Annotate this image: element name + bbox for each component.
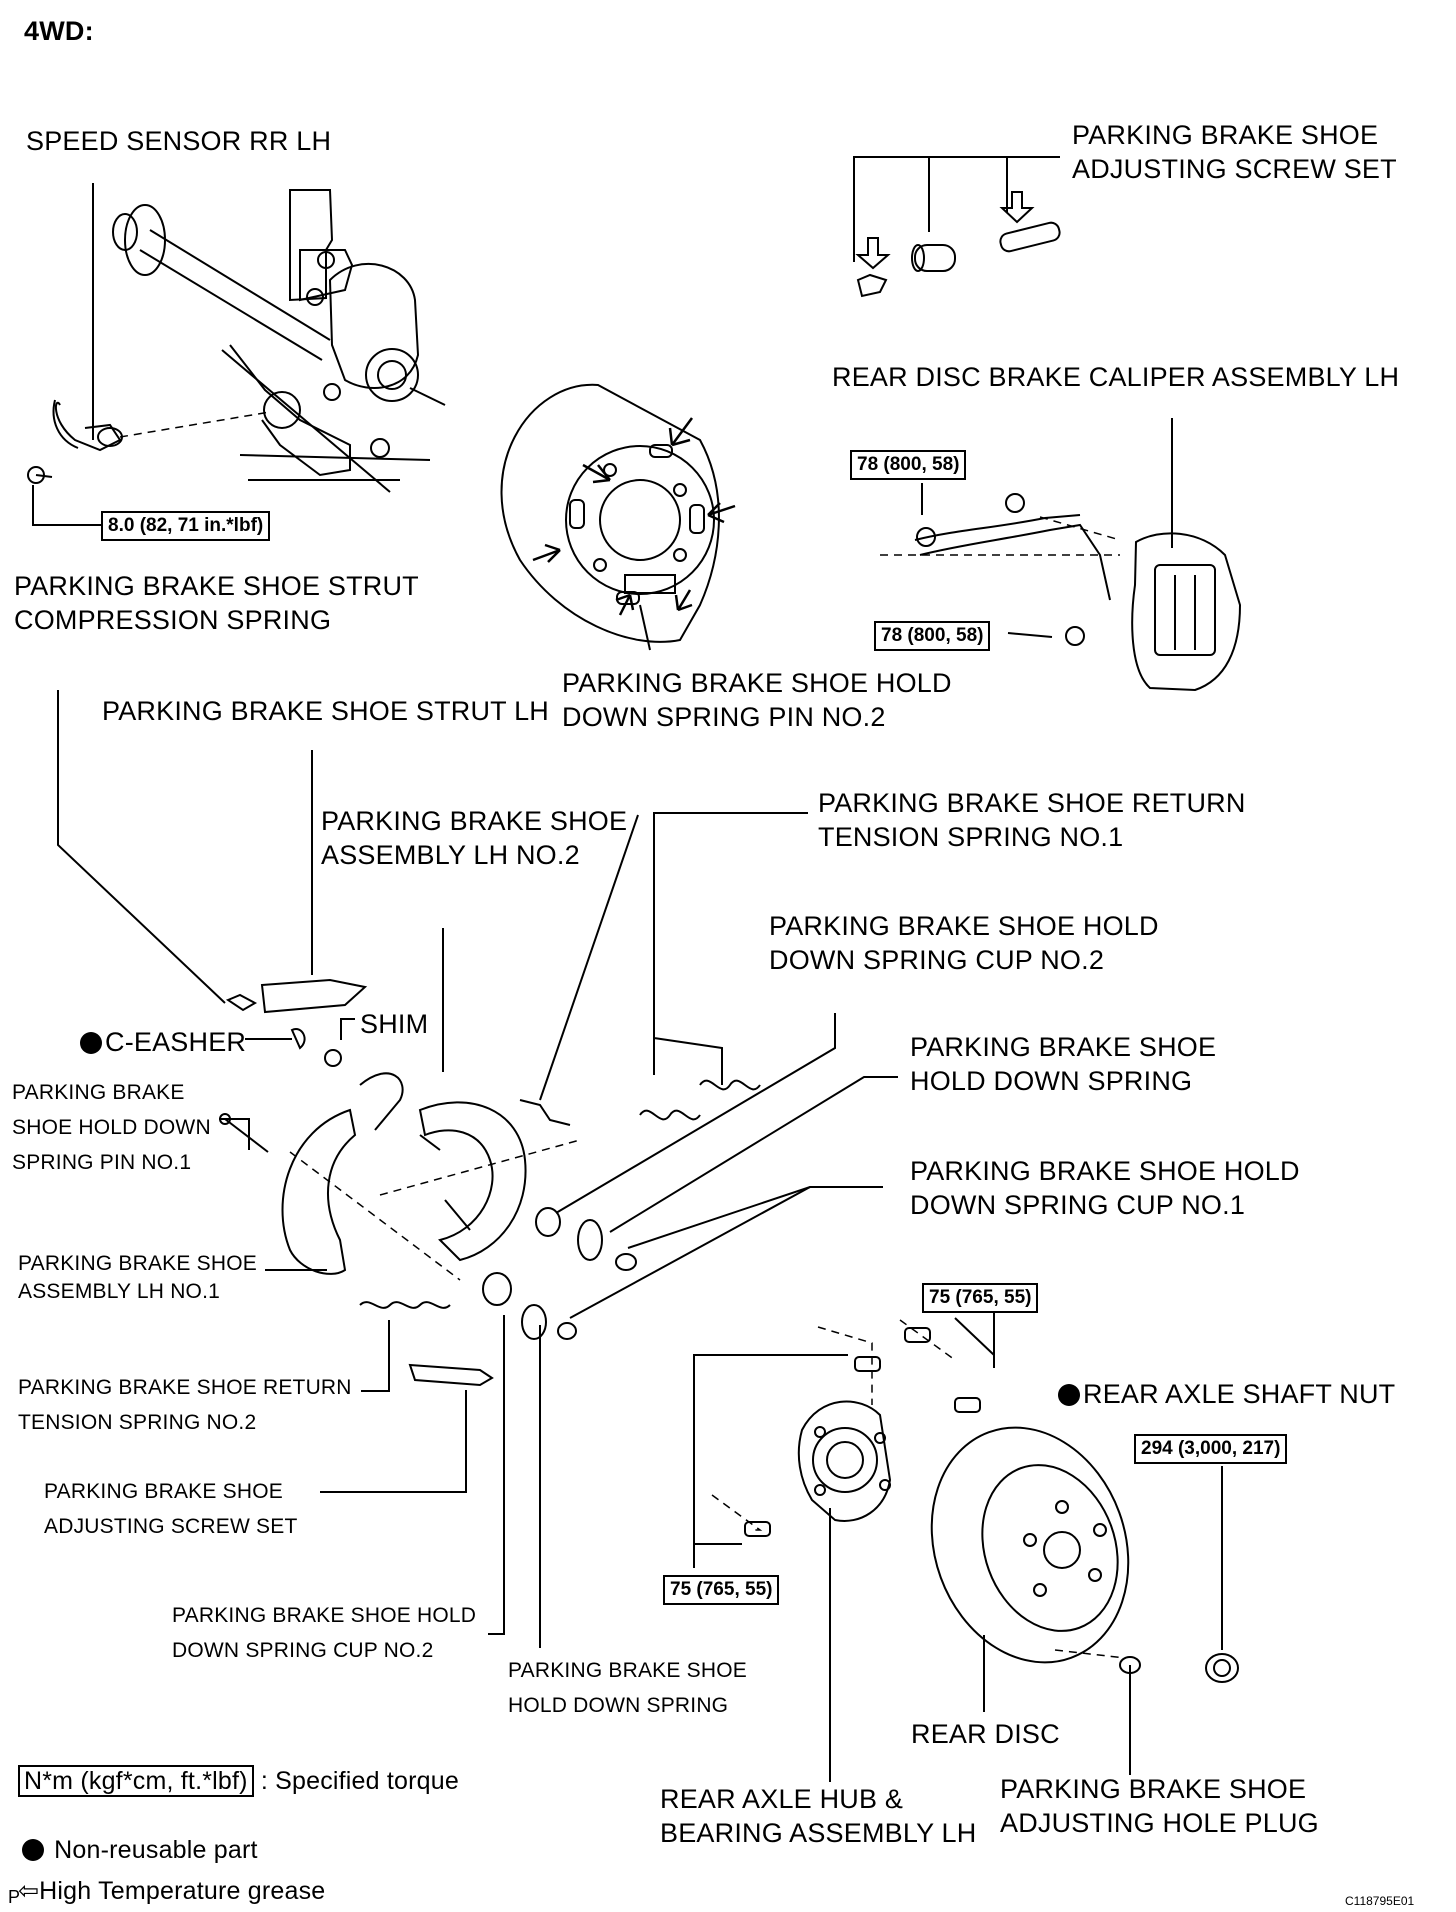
legend-nonreusable: Non-reusable part — [22, 1833, 258, 1867]
torque-hub-top: 75 (765, 55) — [922, 1283, 1039, 1313]
label-hold-down-spring-bottom: PARKING BRAKE SHOE HOLD DOWN SPRING — [508, 1659, 747, 1717]
label-shim: SHIM — [360, 1009, 429, 1039]
torque-caliper-top: 78 (800, 58) — [850, 450, 967, 480]
label-rear-disc: REAR DISC — [911, 1719, 1060, 1749]
label-hold-down-pin-no1: PARKING BRAKE SHOE HOLD DOWN SPRING PIN … — [12, 1081, 211, 1174]
label-strut-compression-spring: PARKING BRAKE SHOE STRUT COMPRESSION SPR… — [14, 571, 419, 635]
springs-and-hardware — [359, 1079, 761, 1387]
section-heading: 4WD: — [24, 16, 94, 46]
legend-torque: N*m (kgf*cm, ft.*lbf) : Specified torque — [18, 1764, 459, 1798]
knuckle-assembly — [27, 189, 446, 493]
non-reusable-dot-icon — [1058, 1384, 1080, 1406]
adjusting-screw-set-top — [855, 191, 1061, 298]
non-reusable-dot-icon — [80, 1032, 102, 1054]
label-strut-lh: PARKING BRAKE SHOE STRUT LH — [102, 696, 549, 726]
label-adjusting-screw-set-bottom: PARKING BRAKE SHOE ADJUSTING SCREW SET — [44, 1480, 298, 1538]
torque-sensor-bolt: 8.0 (82, 71 in.*lbf) — [101, 511, 271, 541]
non-reusable-dot-icon — [22, 1839, 44, 1861]
torque-caliper-bottom: 78 (800, 58) — [874, 621, 991, 651]
label-return-spring-no1: PARKING BRAKE SHOE RETURN TENSION SPRING… — [818, 788, 1246, 852]
label-adjusting-hole-plug: PARKING BRAKE SHOE ADJUSTING HOLE PLUG — [1000, 1774, 1319, 1838]
label-hub-bearing: REAR AXLE HUB & BEARING ASSEMBLY LH — [660, 1784, 977, 1848]
figure-code: C118795E01 — [1345, 1894, 1415, 1908]
torque-axle-nut: 294 (3,000, 217) — [1134, 1434, 1288, 1464]
label-hold-down-spring-right: PARKING BRAKE SHOE HOLD DOWN SPRING — [910, 1032, 1217, 1096]
assembly-axis-lines — [119, 411, 1126, 1659]
label-caliper: REAR DISC BRAKE CALIPER ASSEMBLY LH — [832, 362, 1400, 392]
label-c-washer: C-EASHER — [80, 1025, 246, 1059]
label-speed-sensor: SPEED SENSOR RR LH — [26, 126, 332, 156]
label-cup-no2-bottom: PARKING BRAKE SHOE HOLD DOWN SPRING CUP … — [172, 1604, 477, 1662]
grease-arrow-icon: ⇦ — [18, 1877, 40, 1905]
label-shoe-assembly-lh-no1: PARKING BRAKE SHOE ASSEMBLY LH NO.1 — [18, 1252, 257, 1303]
grease-arrows — [532, 417, 736, 616]
legend-torque-box: N*m (kgf*cm, ft.*lbf) — [18, 1765, 254, 1797]
label-cup-no2-right: PARKING BRAKE SHOE HOLD DOWN SPRING CUP … — [769, 911, 1159, 975]
footer-letter: P — [8, 1887, 21, 1907]
label-shoe-assembly-lh-no2: PARKING BRAKE SHOE ASSEMBLY LH NO.2 — [321, 806, 628, 870]
rear-disc — [930, 1426, 1239, 1683]
label-axle-shaft-nut: REAR AXLE SHAFT NUT — [1058, 1377, 1395, 1411]
hub-assembly — [744, 1327, 981, 1537]
backing-plate — [500, 383, 720, 651]
label-return-spring-no2: PARKING BRAKE SHOE RETURN TENSION SPRING… — [18, 1376, 352, 1434]
leader-lines — [32, 156, 1223, 1782]
label-hold-down-pin-no2: PARKING BRAKE SHOE HOLD DOWN SPRING PIN … — [562, 668, 952, 732]
label-adjusting-screw-set-top: PARKING BRAKE SHOE ADJUSTING SCREW SET — [1072, 120, 1397, 184]
torque-hub-bottom: 75 (765, 55) — [663, 1575, 780, 1605]
brake-shoes — [281, 1072, 571, 1275]
legend-grease: ⇦High Temperature grease — [18, 1877, 326, 1905]
caliper-assembly — [914, 493, 1242, 692]
strut-parts — [219, 978, 368, 1153]
label-cup-no1: PARKING BRAKE SHOE HOLD DOWN SPRING CUP … — [910, 1156, 1300, 1220]
